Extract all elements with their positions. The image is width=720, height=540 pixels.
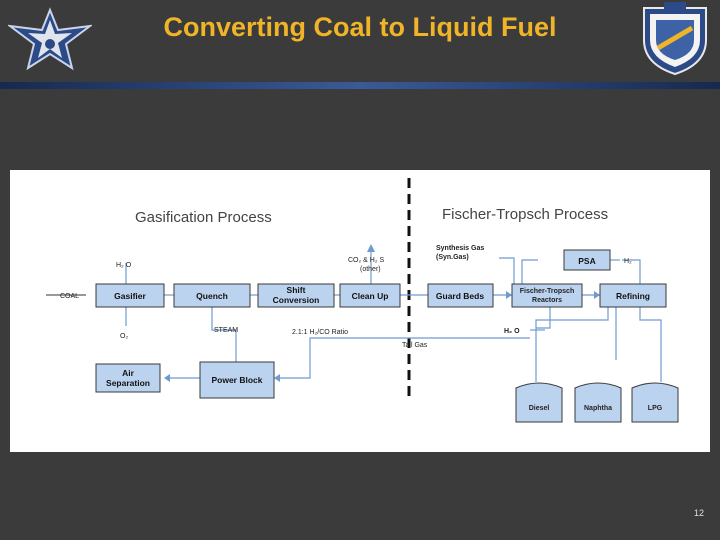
power-block-label: Power Block xyxy=(211,375,262,385)
psa-box xyxy=(563,249,611,271)
syngas-pointer-line xyxy=(499,257,515,284)
hydrogen-label: H₂ xyxy=(624,258,632,265)
air-label-line1: Air xyxy=(122,368,135,378)
lpg-label: LPG xyxy=(648,405,663,412)
fischer-tropsch-heading: Fischer-Tropsch Process xyxy=(442,206,608,223)
naphtha-tank: Naphtha xyxy=(574,382,622,423)
power-block-box xyxy=(199,361,275,399)
process-flow-diagram: Gasification Process Fischer-Tropsch Pro… xyxy=(46,178,679,423)
page-number: 12 xyxy=(693,508,704,518)
quench-box xyxy=(173,283,251,308)
gasifier-box xyxy=(95,283,165,308)
naphtha-label: Naphtha xyxy=(584,405,612,412)
ft-reactors-box xyxy=(511,283,583,308)
reactors-arrow-tip xyxy=(594,291,600,299)
air-force-wings-logo xyxy=(8,7,92,71)
gasification-heading: Gasification Process xyxy=(135,209,272,226)
tail-gas-line xyxy=(278,337,530,379)
afit-shield-emblem xyxy=(643,2,707,76)
psa-reactor-line xyxy=(521,259,538,284)
air-arrow-tip xyxy=(164,374,170,382)
power-arrow-tip xyxy=(274,374,280,382)
co2-h2s-label: CO₂ & H₂ S xyxy=(348,257,384,264)
psa-label: PSA xyxy=(578,256,595,266)
process-diagram-panel: Gasification Process Fischer-Tropsch Pro… xyxy=(10,170,710,452)
h2-refining-line xyxy=(622,259,641,284)
syngas-label-line1: Synthesis Gas xyxy=(436,245,484,252)
guardbeds-arrow-tip xyxy=(506,291,512,299)
coal-label: COAL xyxy=(60,293,79,300)
quench-label: Quench xyxy=(196,291,228,301)
syngas-label-line2: (Syn.Gas) xyxy=(436,254,469,261)
diesel-label: Diesel xyxy=(529,405,550,412)
air-separation-box xyxy=(95,363,161,393)
shift-conversion-box xyxy=(257,283,335,308)
ratio-label: 2.1:1 H₂/CO Ratio xyxy=(292,329,348,336)
water-label: H₂ O xyxy=(116,262,132,269)
title-accent-bar xyxy=(0,82,720,89)
cleanup-box xyxy=(339,283,401,308)
reactor-return-line xyxy=(536,307,551,329)
air-label-line2: Separation xyxy=(106,378,150,388)
shift-label-line2: Conversion xyxy=(273,295,320,305)
refining-box xyxy=(599,283,667,308)
cleanup-label: Clean Up xyxy=(352,291,389,301)
ft-label-line2: Reactors xyxy=(532,297,562,304)
gasifier-label: Gasifier xyxy=(114,291,146,301)
tail-gas-label: Tail Gas xyxy=(402,342,428,349)
water-ft-label: H₂ O xyxy=(504,328,520,335)
steam-label: STEAM xyxy=(214,327,238,334)
diesel-tank: Diesel xyxy=(515,382,563,423)
refining-label: Refining xyxy=(616,291,650,301)
guard-beds-label: Guard Beds xyxy=(436,291,484,301)
co2-arrow-tip xyxy=(367,244,375,252)
refining-lpg-line xyxy=(639,307,662,382)
ft-label-line1: Fischer-Tropsch xyxy=(520,288,574,295)
other-label: (other) xyxy=(360,266,381,273)
slide-title: Converting Coal to Liquid Fuel xyxy=(163,12,557,42)
guard-beds-box xyxy=(427,283,494,308)
refining-diesel-line xyxy=(535,307,609,382)
shift-label-line1: Shift xyxy=(287,285,306,295)
steam-line xyxy=(211,307,237,364)
lpg-tank: LPG xyxy=(631,382,679,423)
oxygen-label: O₂ xyxy=(120,333,128,340)
